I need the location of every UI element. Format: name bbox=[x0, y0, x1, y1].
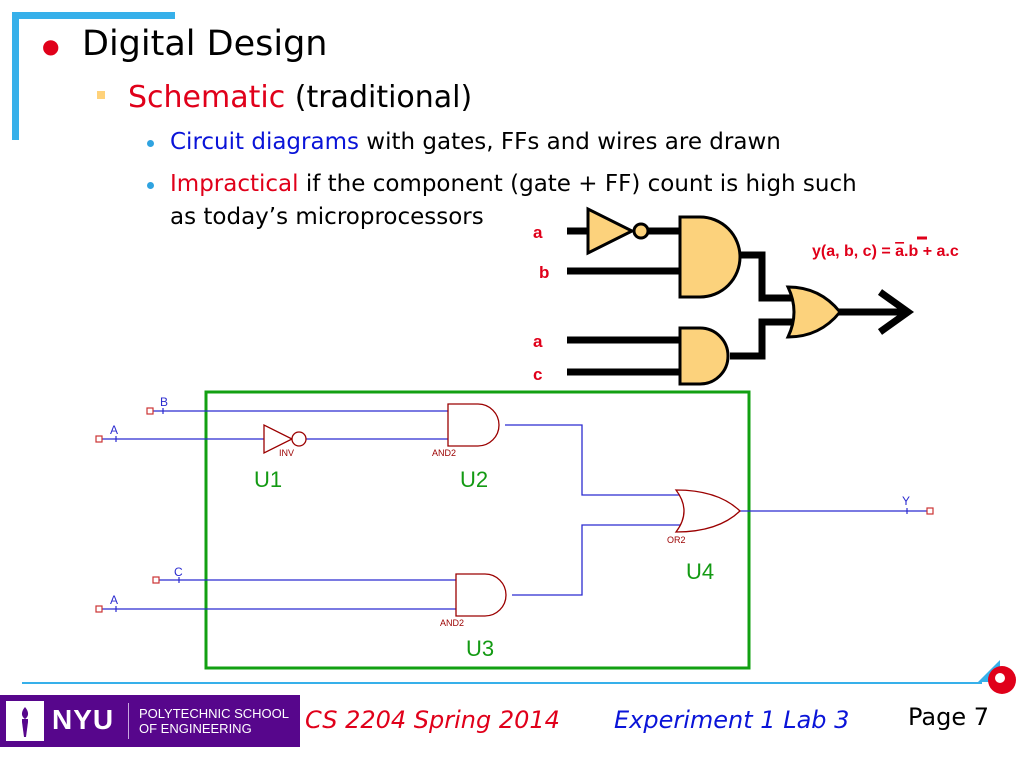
circuit-diagrams-highlight: Circuit diagrams bbox=[170, 129, 359, 155]
torch-icon bbox=[6, 701, 44, 741]
item-circuit-diagrams: Circuit diagrams with gates, FFs and wir… bbox=[170, 126, 781, 159]
port-a-top: A bbox=[110, 423, 118, 437]
item-impractical: Impractical if the component (gate + FF)… bbox=[170, 168, 857, 234]
upper-and-gate-top bbox=[678, 215, 742, 299]
impractical-rest-1: if the component (gate + FF) count is hi… bbox=[298, 171, 857, 197]
footer-course: CS 2204 Spring 2014 bbox=[305, 706, 560, 734]
nyu-logo: NYU POLYTECHNIC SCHOOL OF ENGINEERING bbox=[0, 695, 300, 747]
input-label-a2: a bbox=[533, 332, 543, 351]
logo-nyu-text: NYU bbox=[52, 704, 115, 735]
impractical-rest-2: as today’s microprocessors bbox=[170, 204, 484, 230]
bullet-square bbox=[97, 91, 105, 99]
logo-school-line2: OF ENGINEERING bbox=[139, 721, 252, 736]
corner-decoration-bottom bbox=[978, 660, 1016, 694]
output-equation: y(a, b, c) = a.b + a.c bbox=[812, 243, 959, 260]
bullet-circle bbox=[147, 182, 154, 189]
logo-school-line1: POLYTECHNIC SCHOOL bbox=[139, 706, 290, 721]
schematic-frame bbox=[204, 390, 751, 670]
port-y: Y bbox=[902, 494, 910, 508]
subheading-schematic: Schematic (traditional) bbox=[128, 80, 472, 115]
and-top-type-label: AND2 bbox=[432, 448, 456, 458]
input-label-c: c bbox=[533, 365, 542, 384]
port-c: C bbox=[174, 565, 183, 579]
ref-u1: U1 bbox=[254, 467, 282, 492]
inverter-u1 bbox=[263, 423, 294, 455]
and-gate-u2 bbox=[447, 403, 500, 447]
input-label-a1: a bbox=[533, 223, 543, 242]
corner-decoration bbox=[12, 12, 175, 140]
or-type-label: OR2 bbox=[667, 535, 686, 545]
schematic-rest: (traditional) bbox=[285, 80, 473, 115]
footer-divider bbox=[22, 682, 982, 684]
logo-divider bbox=[128, 703, 129, 739]
or-gate-u4 bbox=[674, 489, 741, 533]
schematic-highlight: Schematic bbox=[128, 80, 286, 115]
input-label-b: b bbox=[539, 263, 549, 282]
equation-abar: a bbox=[895, 243, 904, 260]
heading-digital-design: Digital Design bbox=[82, 24, 328, 64]
ref-u3: U3 bbox=[466, 636, 494, 661]
and-bottom-type-label: AND2 bbox=[440, 618, 464, 628]
upper-inverter bbox=[586, 206, 636, 256]
ref-u2: U2 bbox=[460, 467, 488, 492]
port-b: B bbox=[160, 395, 168, 409]
upper-or-gate bbox=[785, 285, 842, 339]
port-a-bottom: A bbox=[110, 593, 118, 607]
schematic: B A C A Y INV AND2 AND2 OR2 U1 U2 U3 U4 bbox=[95, 395, 934, 661]
upper-circuit: a b a c y(a, b, c) = a.b + a.c bbox=[533, 206, 959, 386]
bullet-dot: ● bbox=[42, 34, 60, 58]
impractical-highlight: Impractical bbox=[170, 171, 299, 197]
footer-experiment: Experiment 1 Lab 3 bbox=[614, 706, 850, 734]
page-number: Page 7 bbox=[908, 703, 989, 731]
ref-u4: U4 bbox=[686, 559, 714, 584]
circuit-diagrams-rest: with gates, FFs and wires are drawn bbox=[358, 129, 781, 155]
and-gate-u3 bbox=[455, 573, 507, 617]
upper-and-gate-bottom bbox=[678, 326, 730, 386]
inv-type-label: INV bbox=[279, 448, 294, 458]
bullet-circle bbox=[147, 140, 154, 147]
